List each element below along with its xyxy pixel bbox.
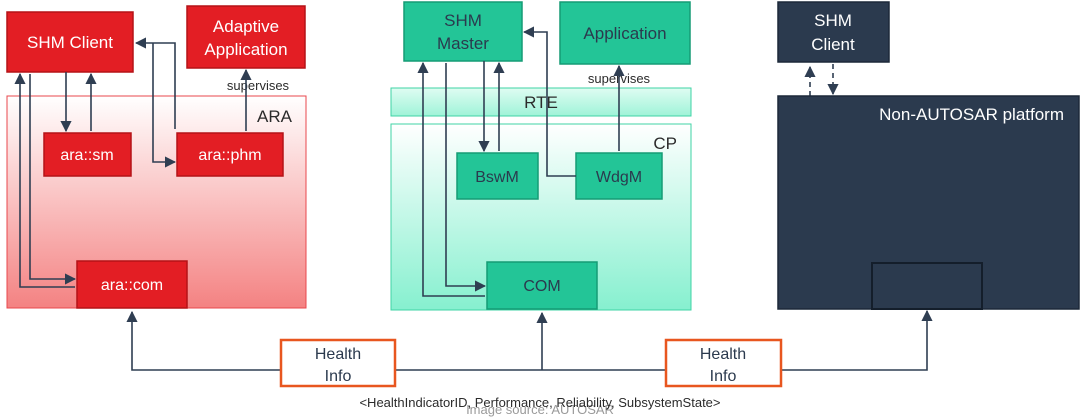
non-autosar-connectors [804,64,839,96]
cp-com-box[interactable]: COM [486,261,598,310]
rte-bar [390,87,692,117]
ara-com-label: ara::com [101,277,163,294]
non-autosar-shm-client-box[interactable]: SHM Client [777,1,890,63]
ara-sm-label: ara::sm [60,147,113,164]
cp-connectors [417,26,625,297]
non-autosar-com-port [871,262,983,310]
rte-label: RTE [524,93,558,112]
non-autosar-shm-client-label-line1: SHM [814,11,852,30]
ara-phm-box[interactable]: ara::phm [176,132,284,177]
ara-shm-client-box[interactable]: SHM Client [6,11,134,73]
non-autosar-shm-client-label-line2: Client [811,35,855,54]
health-info-left-line1: Health [315,346,361,363]
health-info-left-box[interactable]: Health Info [279,338,397,388]
wdgm-label: WdgM [596,169,642,186]
cp-application-box[interactable]: Application [559,1,691,65]
ara-supervises-label: supervises [227,78,290,93]
health-info-right-box[interactable]: Health Info [664,338,783,388]
health-info-caption: <HealthIndicatorID, Performance, Reliabi… [359,395,720,410]
image-source-watermark: Image source: AUTOSAR [466,402,614,417]
non-autosar-platform-label: Non-AUTOSAR platform [879,105,1064,124]
bswm-label: BswM [475,169,519,186]
shm-master-label-line1: SHM [444,11,482,30]
health-info-right-line1: Health [700,346,746,363]
cp-com-label: COM [523,278,560,295]
shm-master-box[interactable]: SHM Master [403,1,523,62]
cp-area-label: CP [653,134,677,153]
shm-master-label-line2: Master [437,34,489,53]
bswm-box[interactable]: BswM [456,152,539,200]
health-info-left-line2: Info [325,368,352,385]
health-info-bus [126,309,933,371]
non-autosar-platform-box: Non-AUTOSAR platform [777,95,1080,310]
ara-shm-client-label: SHM Client [27,33,113,52]
adaptive-application-label-line2: Application [204,40,287,59]
ara-connectors [14,37,252,288]
ara-phm-label: ara::phm [198,147,261,164]
ara-area-label: ARA [257,107,293,126]
ara-sm-box[interactable]: ara::sm [43,132,132,177]
wdgm-box[interactable]: WdgM [575,152,663,200]
ara-com-box[interactable]: ara::com [76,260,188,309]
cp-application-label: Application [583,24,666,43]
adaptive-application-label-line1: Adaptive [213,17,279,36]
adaptive-application-box[interactable]: Adaptive Application [186,5,306,69]
health-info-right-line2: Info [710,368,737,385]
